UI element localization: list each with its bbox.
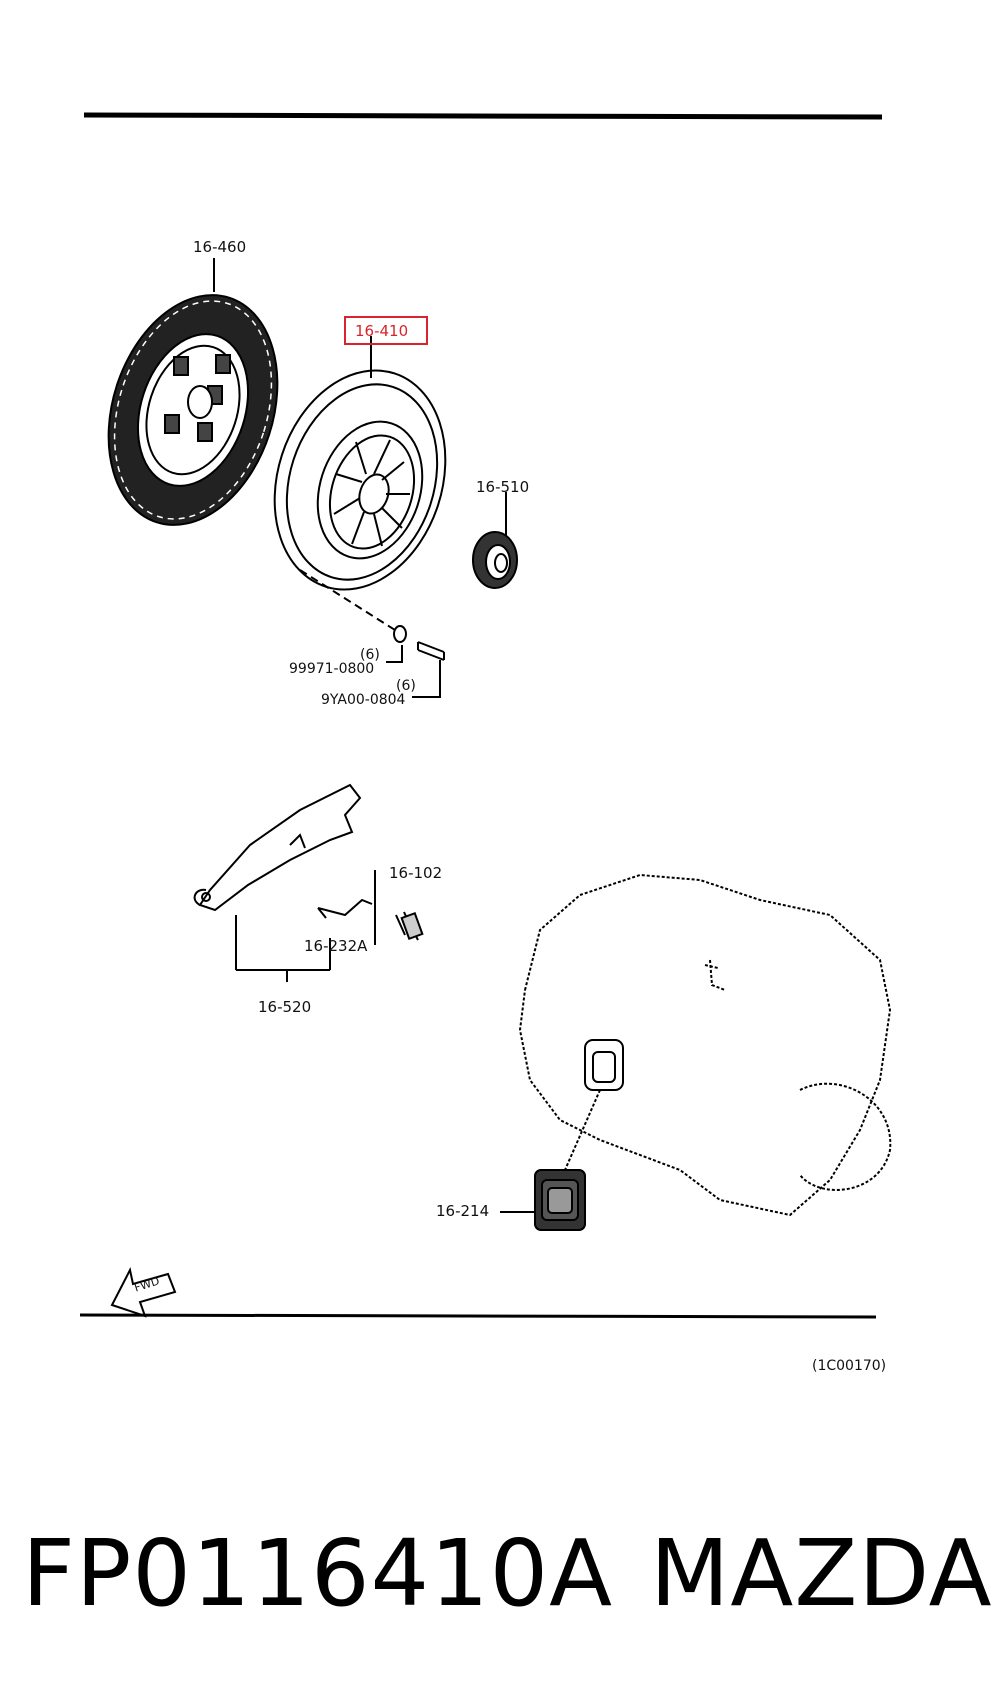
label-clutch-cover: 16-410 bbox=[355, 322, 409, 340]
boot-icon bbox=[500, 1169, 586, 1231]
clutch-disc-icon bbox=[107, 258, 279, 526]
fwd-arrow-icon bbox=[110, 1267, 177, 1318]
label-clutch-disc: 16-460 bbox=[193, 238, 247, 256]
transmission-icon bbox=[518, 873, 892, 1217]
label-bolt-part: 9YA00-0804 bbox=[321, 692, 406, 708]
label-spring: 16-232A bbox=[304, 937, 368, 955]
label-boot: 16-214 bbox=[436, 1202, 490, 1220]
label-release-fork: 16-520 bbox=[258, 998, 312, 1016]
reference-code: (1C00170) bbox=[812, 1358, 887, 1374]
highlight-box: 16-410 bbox=[344, 316, 428, 345]
spring-stud-icon bbox=[317, 870, 424, 945]
part-number: FP0116410A bbox=[22, 1520, 614, 1627]
washer-bolt-icon bbox=[386, 625, 445, 698]
brand-name: MAZDA bbox=[650, 1520, 992, 1627]
top-rule bbox=[83, 112, 883, 120]
label-washer-qty: (6) bbox=[360, 647, 380, 663]
release-bearing-icon bbox=[472, 492, 518, 589]
release-fork-icon bbox=[193, 783, 362, 982]
bottom-rule bbox=[79, 1313, 877, 1319]
label-bolt-qty: (6) bbox=[396, 678, 416, 694]
label-release-bearing: 16-510 bbox=[476, 478, 530, 496]
label-washer-part: 99971-0800 bbox=[289, 661, 375, 677]
label-stud: 16-102 bbox=[389, 864, 443, 882]
pressure-plate-icon bbox=[273, 336, 447, 631]
